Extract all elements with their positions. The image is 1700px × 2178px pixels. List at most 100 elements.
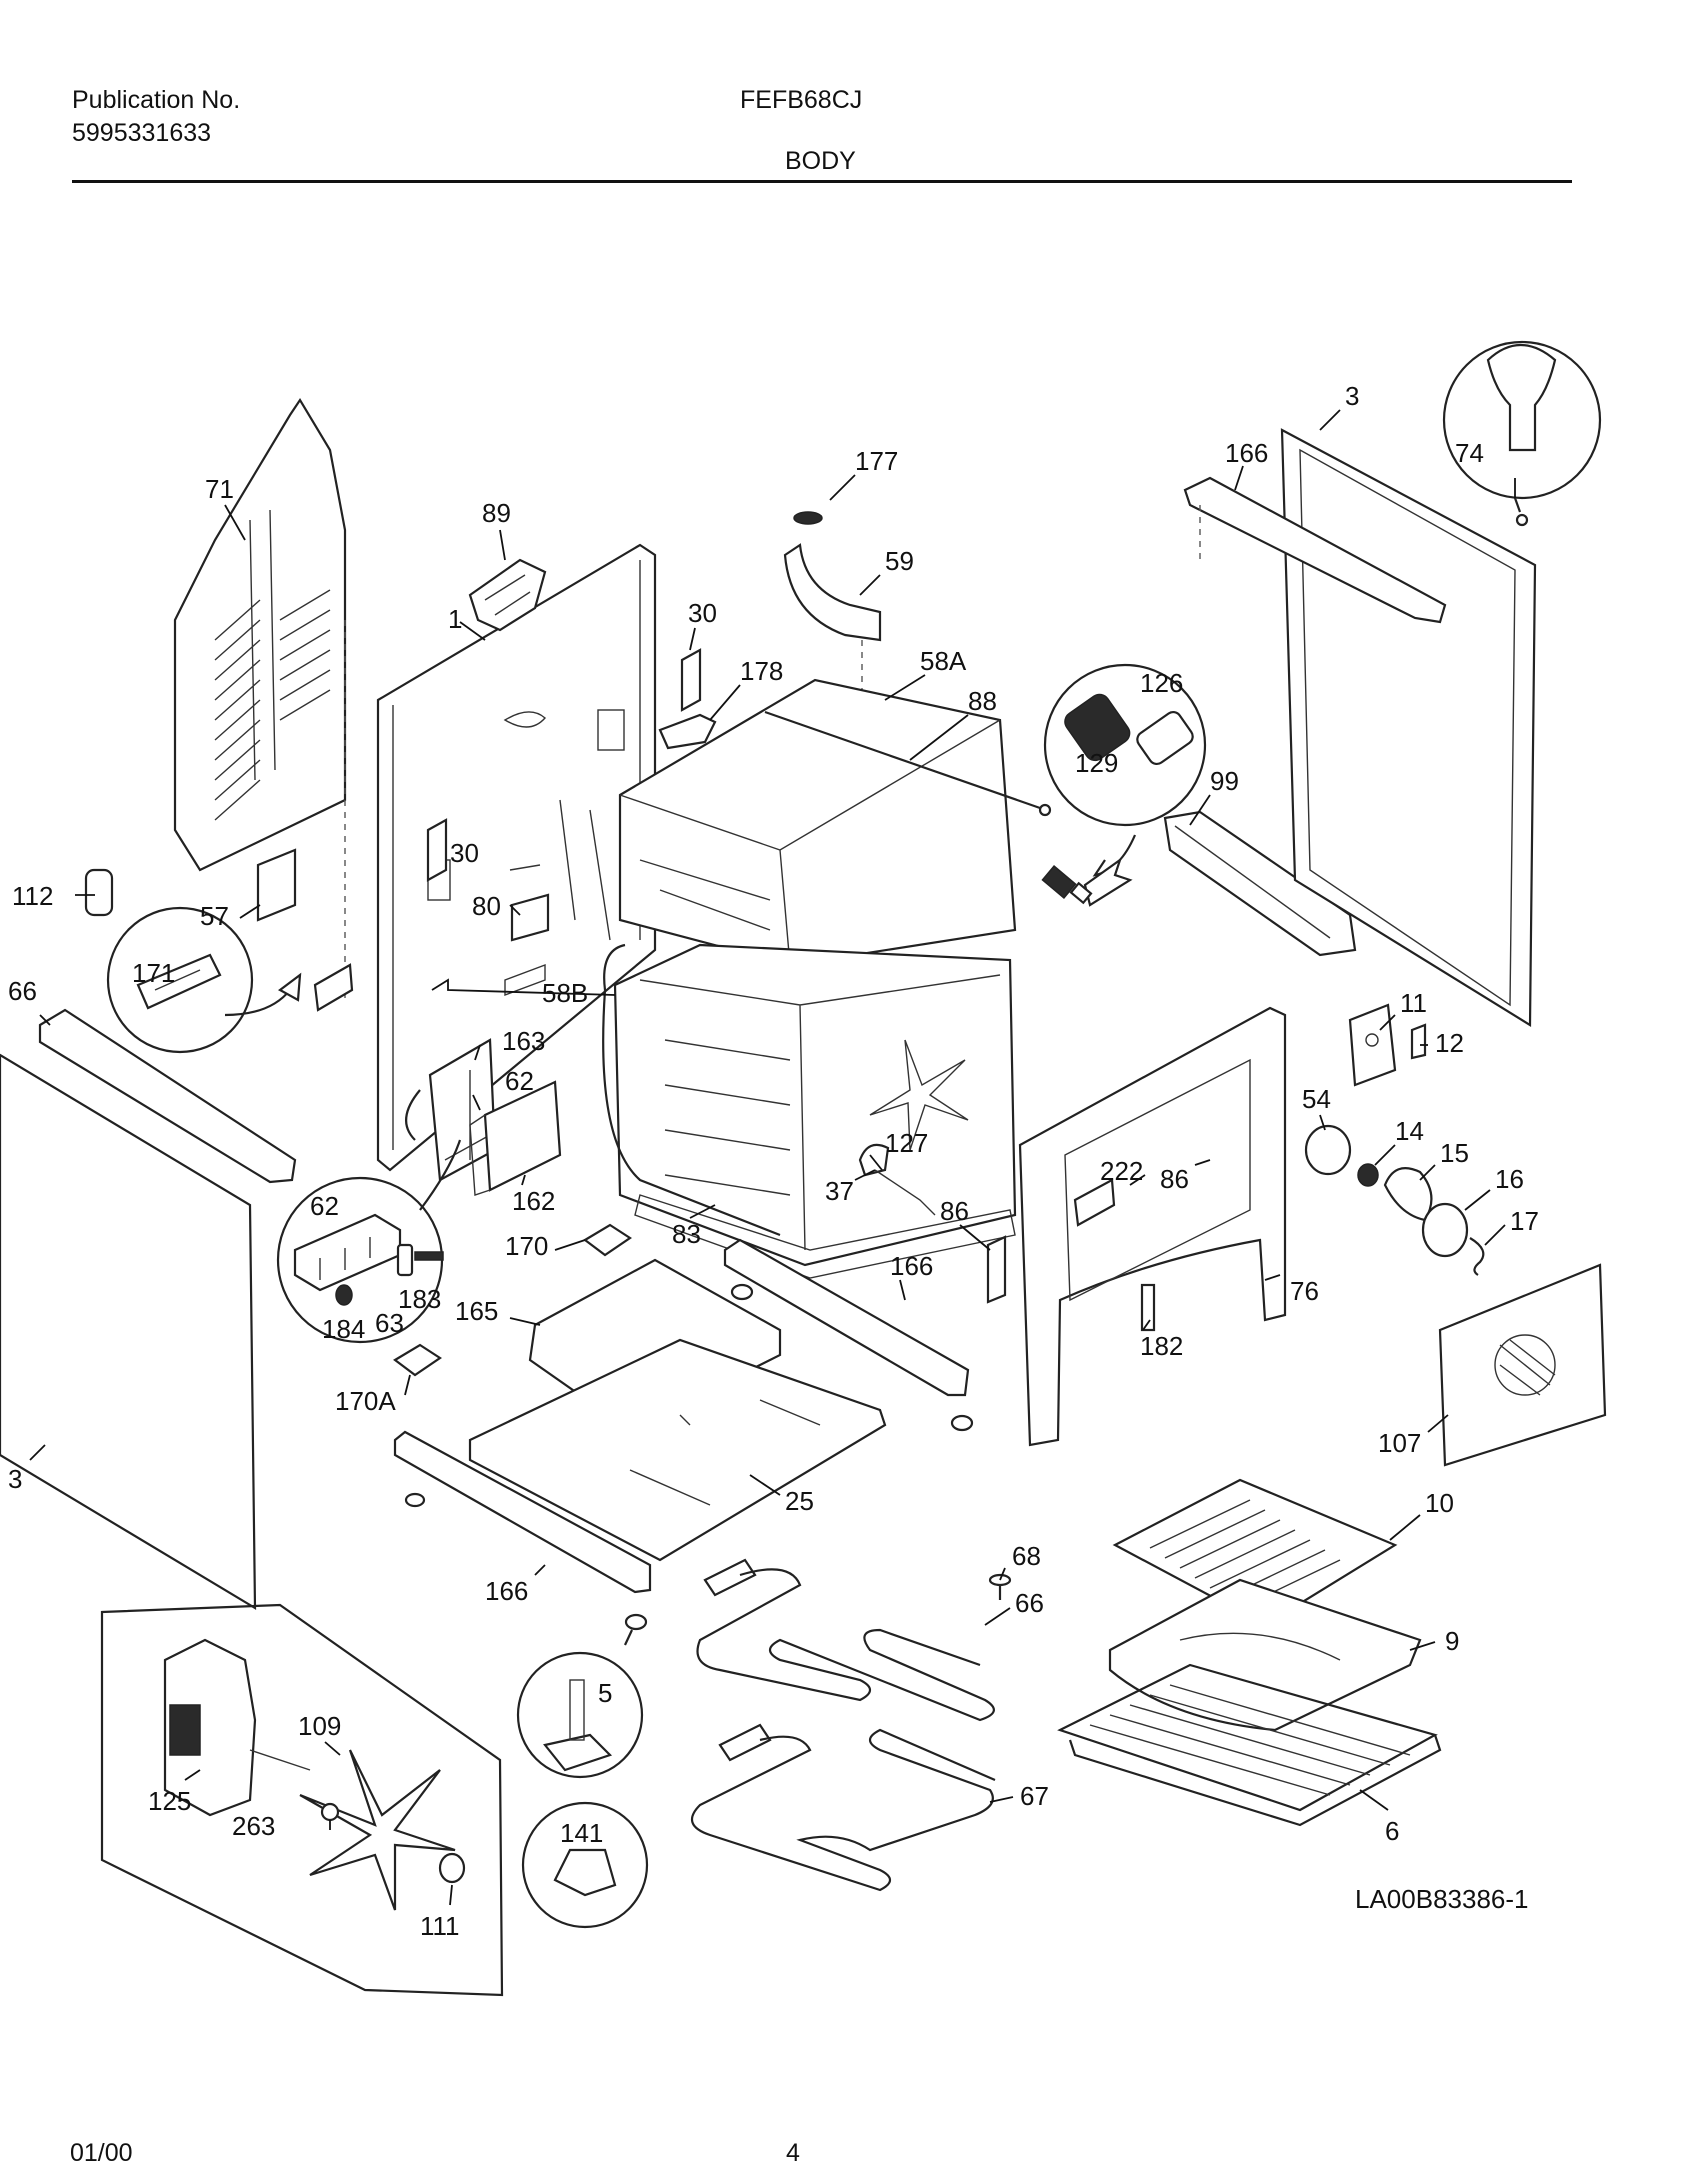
callout-89: 89 <box>482 498 511 528</box>
part-182-strip <box>1140 1283 1156 1332</box>
part-83-liner-bottom <box>634 1194 1016 1279</box>
callout-30-lower: 30 <box>450 838 479 868</box>
callout-66-front: 66 <box>8 976 37 1006</box>
callout-129: 129 <box>1075 748 1118 778</box>
callout-62-detail: 62 <box>310 1191 339 1221</box>
part-163-control-board <box>405 1038 497 1182</box>
callout-58b: 58B <box>542 978 588 1008</box>
callout-62-upper: 62 <box>505 1066 534 1096</box>
callout-17: 17 <box>1510 1206 1539 1236</box>
callout-labels: 71 89 1 30 30 178 177 59 58A 88 126 129 … <box>8 381 1539 1941</box>
callout-63: 63 <box>375 1308 404 1338</box>
callout-125: 125 <box>148 1786 191 1816</box>
part-12-clip <box>1410 1023 1427 1060</box>
part-166-trim-top <box>1183 476 1447 624</box>
part-6-oven-rack <box>1057 1663 1442 1827</box>
callout-127: 127 <box>885 1128 928 1158</box>
callout-171: 171 <box>132 958 175 988</box>
callout-16: 16 <box>1495 1164 1524 1194</box>
callout-86-lower: 86 <box>940 1196 969 1226</box>
callout-182: 182 <box>1140 1331 1183 1361</box>
callout-12: 12 <box>1435 1028 1464 1058</box>
part-14-gasket <box>1357 1163 1379 1187</box>
part-15-lamp-bulb <box>1383 1167 1433 1222</box>
callout-177: 177 <box>855 446 898 476</box>
part-166-trim-bottom <box>393 1430 652 1594</box>
callout-163: 163 <box>502 1026 545 1056</box>
callout-74: 74 <box>1455 438 1484 468</box>
part-86-hinge-lower <box>986 1235 1007 1304</box>
part-62-terminal-detail <box>276 1139 462 1344</box>
leader-lines <box>29 409 1516 1906</box>
callout-162: 162 <box>512 1186 555 1216</box>
callout-3-right: 3 <box>1345 381 1359 411</box>
part-66-broil-element <box>696 1558 995 1722</box>
callout-1: 1 <box>448 604 462 634</box>
callout-263: 263 <box>232 1811 275 1841</box>
part-30-bracket-lower <box>426 818 448 882</box>
callout-184: 184 <box>322 1314 365 1344</box>
callout-30-upper: 30 <box>688 598 717 628</box>
callout-165: 165 <box>455 1296 498 1326</box>
callout-57: 57 <box>200 901 229 931</box>
part-177-gasket <box>793 511 823 525</box>
footer-date: 01/00 <box>70 2139 133 2167</box>
section-title: BODY <box>785 147 856 175</box>
callout-109: 109 <box>298 1711 341 1741</box>
callout-99: 99 <box>1210 766 1239 796</box>
part-5-leveling-leg-detail <box>516 1613 648 1779</box>
callout-83: 83 <box>672 1219 701 1249</box>
callout-88: 88 <box>968 686 997 716</box>
part-1-cabinet-back <box>376 543 657 1172</box>
callout-14: 14 <box>1395 1116 1424 1146</box>
callout-67: 67 <box>1020 1781 1049 1811</box>
callout-59: 59 <box>885 546 914 576</box>
callout-3-left: 3 <box>8 1464 22 1494</box>
callout-58a: 58A <box>920 646 967 676</box>
part-30-bracket-upper <box>680 648 702 712</box>
part-11-lamp-bracket <box>1348 1003 1397 1087</box>
part-66-front-trim <box>38 1008 297 1184</box>
callout-68: 68 <box>1012 1541 1041 1571</box>
part-166-trim-right <box>723 1238 974 1432</box>
callout-178: 178 <box>740 656 783 686</box>
drawing-number: LA00B83386-1 <box>1355 1884 1528 1914</box>
callout-80: 80 <box>472 891 501 921</box>
part-57-small-panel <box>256 848 297 922</box>
header-rule <box>72 180 1572 183</box>
callout-15: 15 <box>1440 1138 1469 1168</box>
publication-number: 5995331633 <box>72 119 212 147</box>
part-99-panel <box>1163 810 1357 957</box>
callout-86-upper: 86 <box>1160 1164 1189 1194</box>
callout-112: 112 <box>12 881 53 911</box>
part-125-fan-motor <box>163 1638 311 1817</box>
part-170-pad <box>583 1223 632 1257</box>
callout-9: 9 <box>1445 1626 1459 1656</box>
part-162-relay-box <box>469 1080 562 1196</box>
callout-141: 141 <box>560 1818 603 1848</box>
part-178-clip <box>658 713 717 750</box>
callout-10: 10 <box>1425 1488 1454 1518</box>
part-74-bulb-detail <box>1442 340 1602 527</box>
callout-71: 71 <box>205 474 234 504</box>
footer-page-number: 4 <box>786 2139 800 2167</box>
callout-11: 11 <box>1400 988 1427 1018</box>
part-71-rear-vent-panel <box>173 397 347 1000</box>
part-109-fan-blade <box>299 1749 456 1911</box>
part-76-front-frame <box>1018 1006 1287 1447</box>
part-convection-fan-kit <box>100 1603 504 1997</box>
callout-107: 107 <box>1378 1428 1421 1458</box>
part-25-bottom-pan <box>468 1338 887 1562</box>
part-112-clip <box>84 868 114 917</box>
part-9-broil-pan <box>1108 1578 1422 1732</box>
callout-183: 183 <box>398 1284 441 1314</box>
part-54-lamp-socket <box>1304 1124 1352 1176</box>
callout-37: 37 <box>825 1176 854 1206</box>
callout-170a: 170A <box>335 1386 396 1416</box>
part-16-lamp-lens <box>1421 1202 1469 1258</box>
part-126-129-lamp-detail <box>1041 663 1207 907</box>
part-58b-oven-liner <box>602 943 1017 1267</box>
callout-126: 126 <box>1140 668 1183 698</box>
publication-label: Publication No. <box>72 86 241 114</box>
part-59-vent-duct <box>783 543 882 735</box>
